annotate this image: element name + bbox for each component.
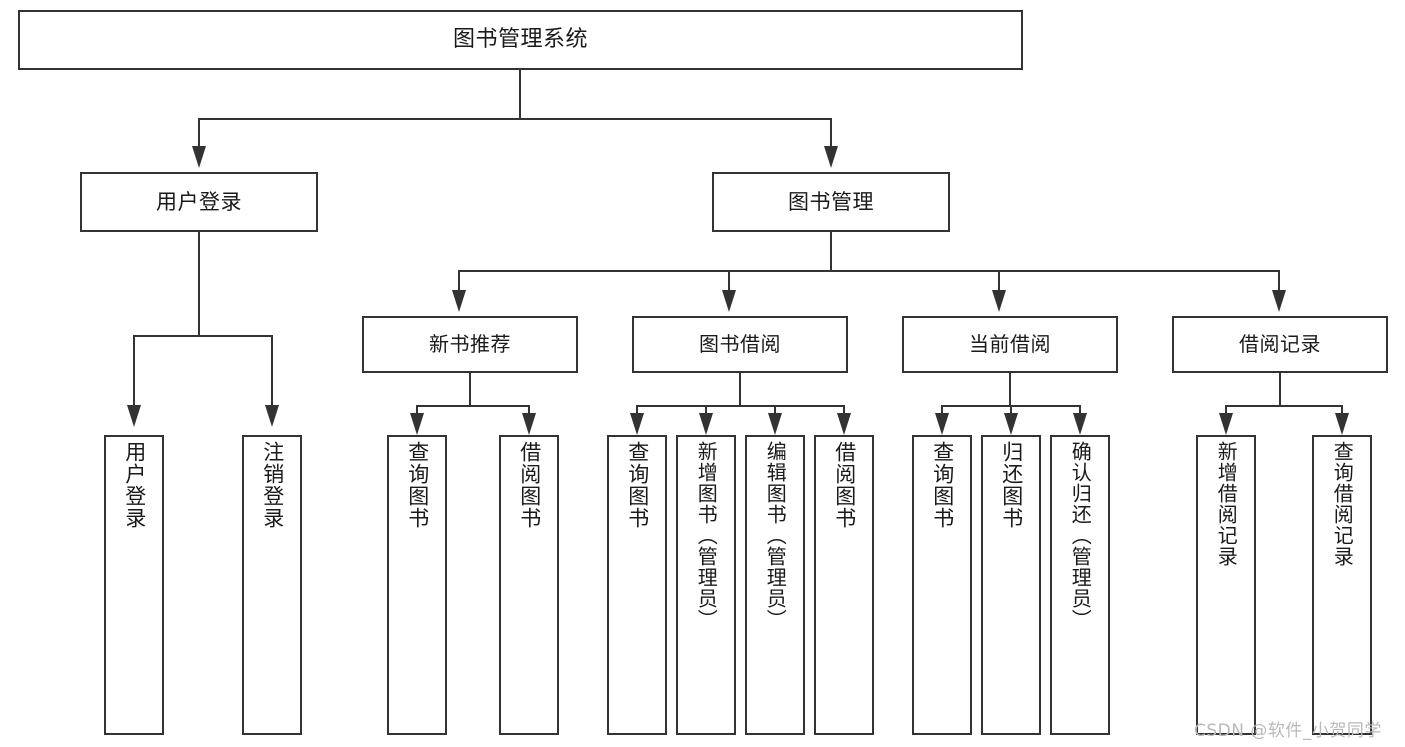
connector-bm-to-current-borrow — [998, 270, 1000, 292]
node-book-management[interactable]: 图书管理 — [712, 172, 950, 232]
node-label: 借阅图书 — [517, 441, 542, 529]
node-label: 注销登录 — [260, 441, 285, 529]
connector-book-borrow-leaf-2 — [705, 405, 707, 415]
arrow-down-icon — [1219, 413, 1233, 435]
connector-root-to-book-management — [830, 118, 832, 148]
connector-user-login-leaf-2 — [271, 335, 273, 407]
node-label: 新增借阅记录 — [1214, 441, 1239, 567]
node-label: 新增图书（管理员） — [694, 441, 719, 630]
node-label: 编辑图书（管理员） — [763, 441, 788, 630]
node-user-login[interactable]: 用户登录 — [80, 172, 318, 232]
arrow-down-icon — [410, 413, 424, 435]
leaf-confirm-return-admin[interactable]: 确认归还（管理员） — [1050, 435, 1110, 735]
leaf-logout[interactable]: 注销登录 — [242, 435, 302, 735]
leaf-return-book[interactable]: 归还图书 — [981, 435, 1041, 735]
connector-book-management-stem — [830, 232, 832, 270]
arrow-down-icon — [192, 146, 206, 168]
arrow-down-icon — [127, 405, 141, 427]
node-label: 当前借阅 — [969, 331, 1051, 356]
node-label: 查询图书 — [625, 441, 650, 529]
connector-current-borrow-leaf-3 — [1079, 405, 1081, 415]
node-new-book-recommend[interactable]: 新书推荐 — [362, 316, 578, 373]
leaf-user-login[interactable]: 用户登录 — [104, 435, 164, 735]
arrow-down-icon — [1335, 413, 1349, 435]
connector-current-borrow-stem — [1009, 373, 1011, 405]
node-label: 确认归还（管理员） — [1068, 441, 1093, 630]
connector-book-management-bar — [458, 270, 1280, 272]
node-label: 查询借阅记录 — [1330, 441, 1355, 567]
connector-book-borrow-leaf-3 — [774, 405, 776, 415]
arrow-down-icon — [1073, 413, 1087, 435]
connector-bm-to-new-book — [458, 270, 460, 292]
leaf-edit-book-admin[interactable]: 编辑图书（管理员） — [745, 435, 805, 735]
node-book-borrow[interactable]: 图书借阅 — [632, 316, 848, 373]
connector-borrow-record-stem — [1279, 373, 1281, 405]
connector-bm-to-borrow-record — [1278, 270, 1280, 292]
connector-user-login-leaf-1 — [133, 335, 135, 407]
connector-book-borrow-leaf-1 — [636, 405, 638, 415]
node-label: 图书管理系统 — [452, 27, 588, 53]
leaf-query-book-borrow[interactable]: 查询图书 — [607, 435, 667, 735]
arrow-down-icon — [1272, 290, 1286, 312]
arrow-down-icon — [699, 413, 713, 435]
connector-new-book-stem — [469, 373, 471, 405]
leaf-add-book-admin[interactable]: 新增图书（管理员） — [676, 435, 736, 735]
connector-new-book-leaf-1 — [416, 405, 418, 415]
node-label: 用户登录 — [122, 441, 147, 529]
node-label: 查询图书 — [930, 441, 955, 529]
arrow-down-icon — [824, 146, 838, 168]
node-label: 归还图书 — [999, 441, 1024, 529]
connector-root-to-user-login — [198, 118, 200, 148]
connector-bm-to-book-borrow — [728, 270, 730, 292]
leaf-query-book-current[interactable]: 查询图书 — [912, 435, 972, 735]
node-label: 借阅记录 — [1239, 331, 1321, 356]
node-label: 查询图书 — [405, 441, 430, 529]
connector-book-borrow-bar — [636, 405, 844, 407]
node-label: 新书推荐 — [429, 331, 511, 356]
node-borrow-record[interactable]: 借阅记录 — [1172, 316, 1388, 373]
connector-borrow-record-leaf-1 — [1225, 405, 1227, 415]
node-root-book-management-system[interactable]: 图书管理系统 — [18, 10, 1023, 70]
arrow-down-icon — [630, 413, 644, 435]
connector-borrow-record-leaf-2 — [1341, 405, 1343, 415]
connector-current-borrow-leaf-2 — [1010, 405, 1012, 415]
arrow-down-icon — [837, 413, 851, 435]
arrow-down-icon — [452, 290, 466, 312]
node-label: 图书管理 — [788, 189, 874, 214]
connector-root-bar — [198, 118, 832, 120]
leaf-borrow-book-recommend[interactable]: 借阅图书 — [499, 435, 559, 735]
connector-user-login-stem — [198, 232, 200, 335]
node-label: 用户登录 — [156, 189, 242, 214]
connector-new-book-leaf-2 — [528, 405, 530, 415]
leaf-add-borrow-record[interactable]: 新增借阅记录 — [1196, 435, 1256, 735]
leaf-query-book-recommend[interactable]: 查询图书 — [387, 435, 447, 735]
node-current-borrow[interactable]: 当前借阅 — [902, 316, 1118, 373]
node-label: 借阅图书 — [832, 441, 857, 529]
connector-new-book-bar — [416, 405, 530, 407]
leaf-query-borrow-record[interactable]: 查询借阅记录 — [1312, 435, 1372, 735]
connector-book-borrow-leaf-4 — [843, 405, 845, 415]
arrow-down-icon — [722, 290, 736, 312]
connector-current-borrow-leaf-1 — [941, 405, 943, 415]
connector-book-borrow-stem — [739, 373, 741, 405]
connector-borrow-record-bar — [1225, 405, 1343, 407]
node-label: 图书借阅 — [699, 331, 781, 356]
arrow-down-icon — [768, 413, 782, 435]
connector-root-stem — [519, 70, 521, 118]
arrow-down-icon — [522, 413, 536, 435]
leaf-borrow-book[interactable]: 借阅图书 — [814, 435, 874, 735]
connector-user-login-bar — [133, 335, 271, 337]
arrow-down-icon — [1004, 413, 1018, 435]
arrow-down-icon — [265, 405, 279, 427]
arrow-down-icon — [992, 290, 1006, 312]
arrow-down-icon — [935, 413, 949, 435]
